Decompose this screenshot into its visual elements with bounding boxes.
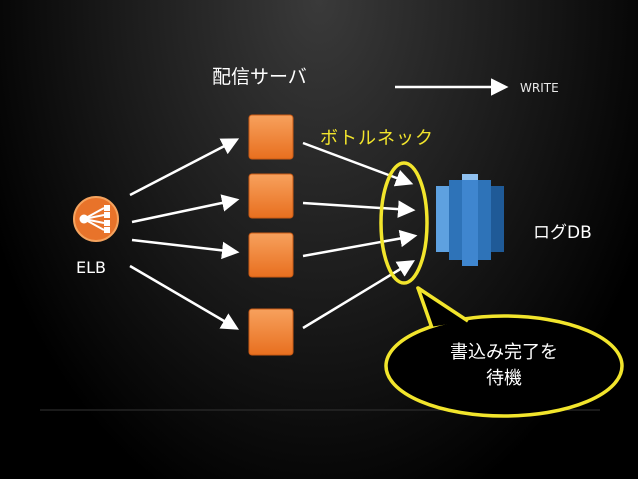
elb-label: ELB <box>76 258 106 277</box>
write-legend-label: WRITE <box>520 81 559 95</box>
callout-tail-outline <box>416 286 469 329</box>
server-box <box>248 232 294 278</box>
server-to-db-arrow <box>302 260 415 330</box>
server-to-db-arrow <box>302 141 414 187</box>
callout-line-2: 待機 <box>486 368 522 389</box>
server-box <box>248 114 294 160</box>
server-box <box>248 173 294 219</box>
elb-to-server-arrow <box>129 138 240 197</box>
bottleneck-ellipse <box>379 161 429 285</box>
callout-line-1: 書込み完了を <box>450 342 558 363</box>
elb-to-server-arrow <box>131 194 240 224</box>
elb-to-server-arrow <box>131 238 240 260</box>
server-to-db-arrow <box>302 229 418 258</box>
elb-to-server-arrow <box>129 264 240 330</box>
callout-text: 書込み完了を 待機 <box>388 340 620 392</box>
elb-icon <box>73 196 119 242</box>
bottleneck-label: ボトルネック <box>320 128 434 149</box>
server-box <box>248 308 294 356</box>
server-to-db-arrow <box>302 200 416 218</box>
redshift-db-icon <box>436 174 504 266</box>
callout-bubble <box>384 314 624 418</box>
log-db-label: ログDB <box>533 223 592 243</box>
servers-label: 配信サーバ <box>212 66 307 88</box>
